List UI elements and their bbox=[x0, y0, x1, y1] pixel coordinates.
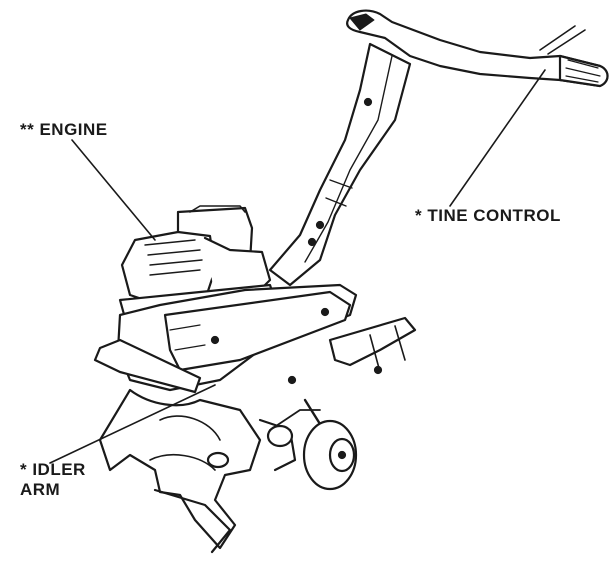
tine-control-label: * TINE CONTROL bbox=[415, 206, 561, 226]
tine-control-leader-line bbox=[450, 70, 545, 206]
engine-leader-line bbox=[72, 140, 155, 240]
idler-arm-label-line1: * IDLER bbox=[20, 460, 86, 480]
handle-column bbox=[270, 44, 410, 285]
tines bbox=[100, 390, 295, 552]
engine-label: ** ENGINE bbox=[20, 120, 108, 140]
front-bracket bbox=[330, 318, 415, 373]
idler-arm-label-line2: ARM bbox=[20, 480, 86, 500]
idler-arm-label: * IDLER ARM bbox=[20, 460, 86, 500]
transport-wheel bbox=[268, 400, 356, 489]
